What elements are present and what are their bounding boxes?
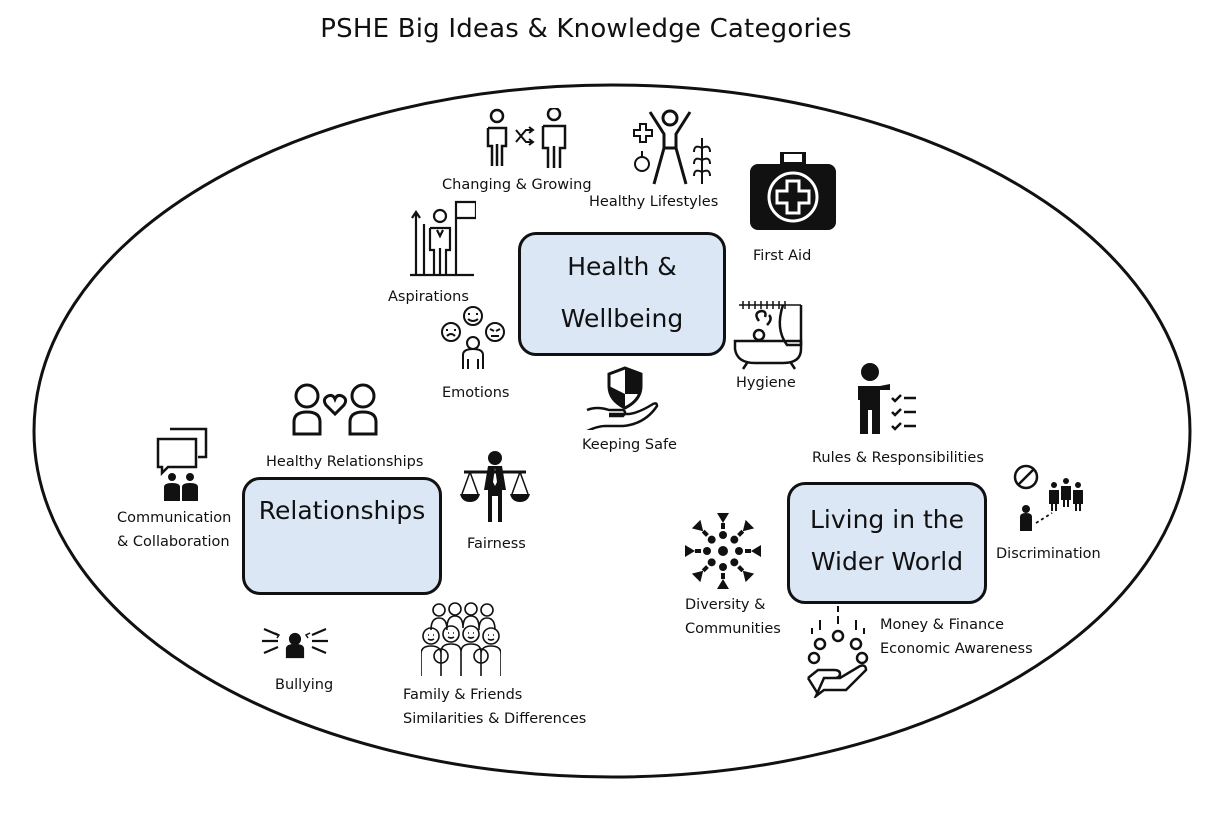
fairness-scales-icon xyxy=(460,450,530,524)
healthy-lifestyles-label: Healthy Lifestyles xyxy=(589,194,719,210)
bullying-label: Bullying xyxy=(275,677,334,693)
hygiene-label: Hygiene xyxy=(736,375,796,391)
healthy-relationships-icon xyxy=(292,382,378,436)
money-label: Money & Finance Economic Awareness xyxy=(880,613,1033,661)
diversity-label: Diversity & Communities xyxy=(685,593,781,641)
family-friends-icon xyxy=(421,602,501,678)
wider-world-label-line1: Living in the xyxy=(809,505,965,534)
fairness-label: Fairness xyxy=(467,536,526,552)
first-aid-kit-icon xyxy=(748,152,838,232)
diagram-title: PSHE Big Ideas & Knowledge Categories xyxy=(320,14,852,44)
wider-world-box: Living in the Wider World xyxy=(787,482,987,604)
relationships-box: Relationships xyxy=(242,477,442,595)
rules-checklist-icon xyxy=(856,362,920,436)
diversity-icon xyxy=(681,509,765,593)
first-aid-label: First Aid xyxy=(753,248,812,264)
aspirations-label: Aspirations xyxy=(388,289,469,305)
changing-growing-label: Changing & Growing xyxy=(442,177,592,193)
money-finance-icon xyxy=(806,604,872,698)
diversity-label-line2: Communities xyxy=(685,621,781,637)
communication-label-line1: Communication xyxy=(117,510,232,526)
family-friends-label-line2: Similarities & Differences xyxy=(403,711,587,727)
healthy-relationships-label: Healthy Relationships xyxy=(266,454,424,470)
relationships-label: Relationships xyxy=(258,496,426,525)
family-friends-label: Family & Friends Similarities & Differen… xyxy=(403,683,586,731)
keeping-safe-shield-icon xyxy=(585,366,659,430)
health-label-line1: Health & xyxy=(567,252,677,281)
money-label-line1: Money & Finance xyxy=(880,617,1005,633)
communication-label-line2: & Collaboration xyxy=(117,534,230,550)
changing-growing-icon xyxy=(484,108,570,168)
hygiene-bath-icon xyxy=(733,301,805,371)
wider-world-label-line2: Wider World xyxy=(810,547,964,576)
family-friends-label-line1: Family & Friends xyxy=(403,687,523,703)
diversity-label-line1: Diversity & xyxy=(685,597,766,613)
emotions-label: Emotions xyxy=(442,385,510,401)
health-wellbeing-box: Health & Wellbeing xyxy=(518,232,726,356)
emotions-icon xyxy=(440,305,506,371)
communication-label: Communication & Collaboration xyxy=(117,506,231,554)
money-label-line2: Economic Awareness xyxy=(880,641,1033,657)
bullying-icon xyxy=(262,625,328,661)
rules-label: Rules & Responsibilities xyxy=(812,450,984,466)
healthy-lifestyles-icon xyxy=(628,108,712,188)
communication-icon xyxy=(156,427,210,503)
keeping-safe-label: Keeping Safe xyxy=(582,437,677,453)
aspirations-icon xyxy=(410,200,476,278)
discrimination-label: Discrimination xyxy=(996,546,1101,562)
discrimination-icon xyxy=(1010,463,1086,533)
health-label-line2: Wellbeing xyxy=(560,304,684,333)
